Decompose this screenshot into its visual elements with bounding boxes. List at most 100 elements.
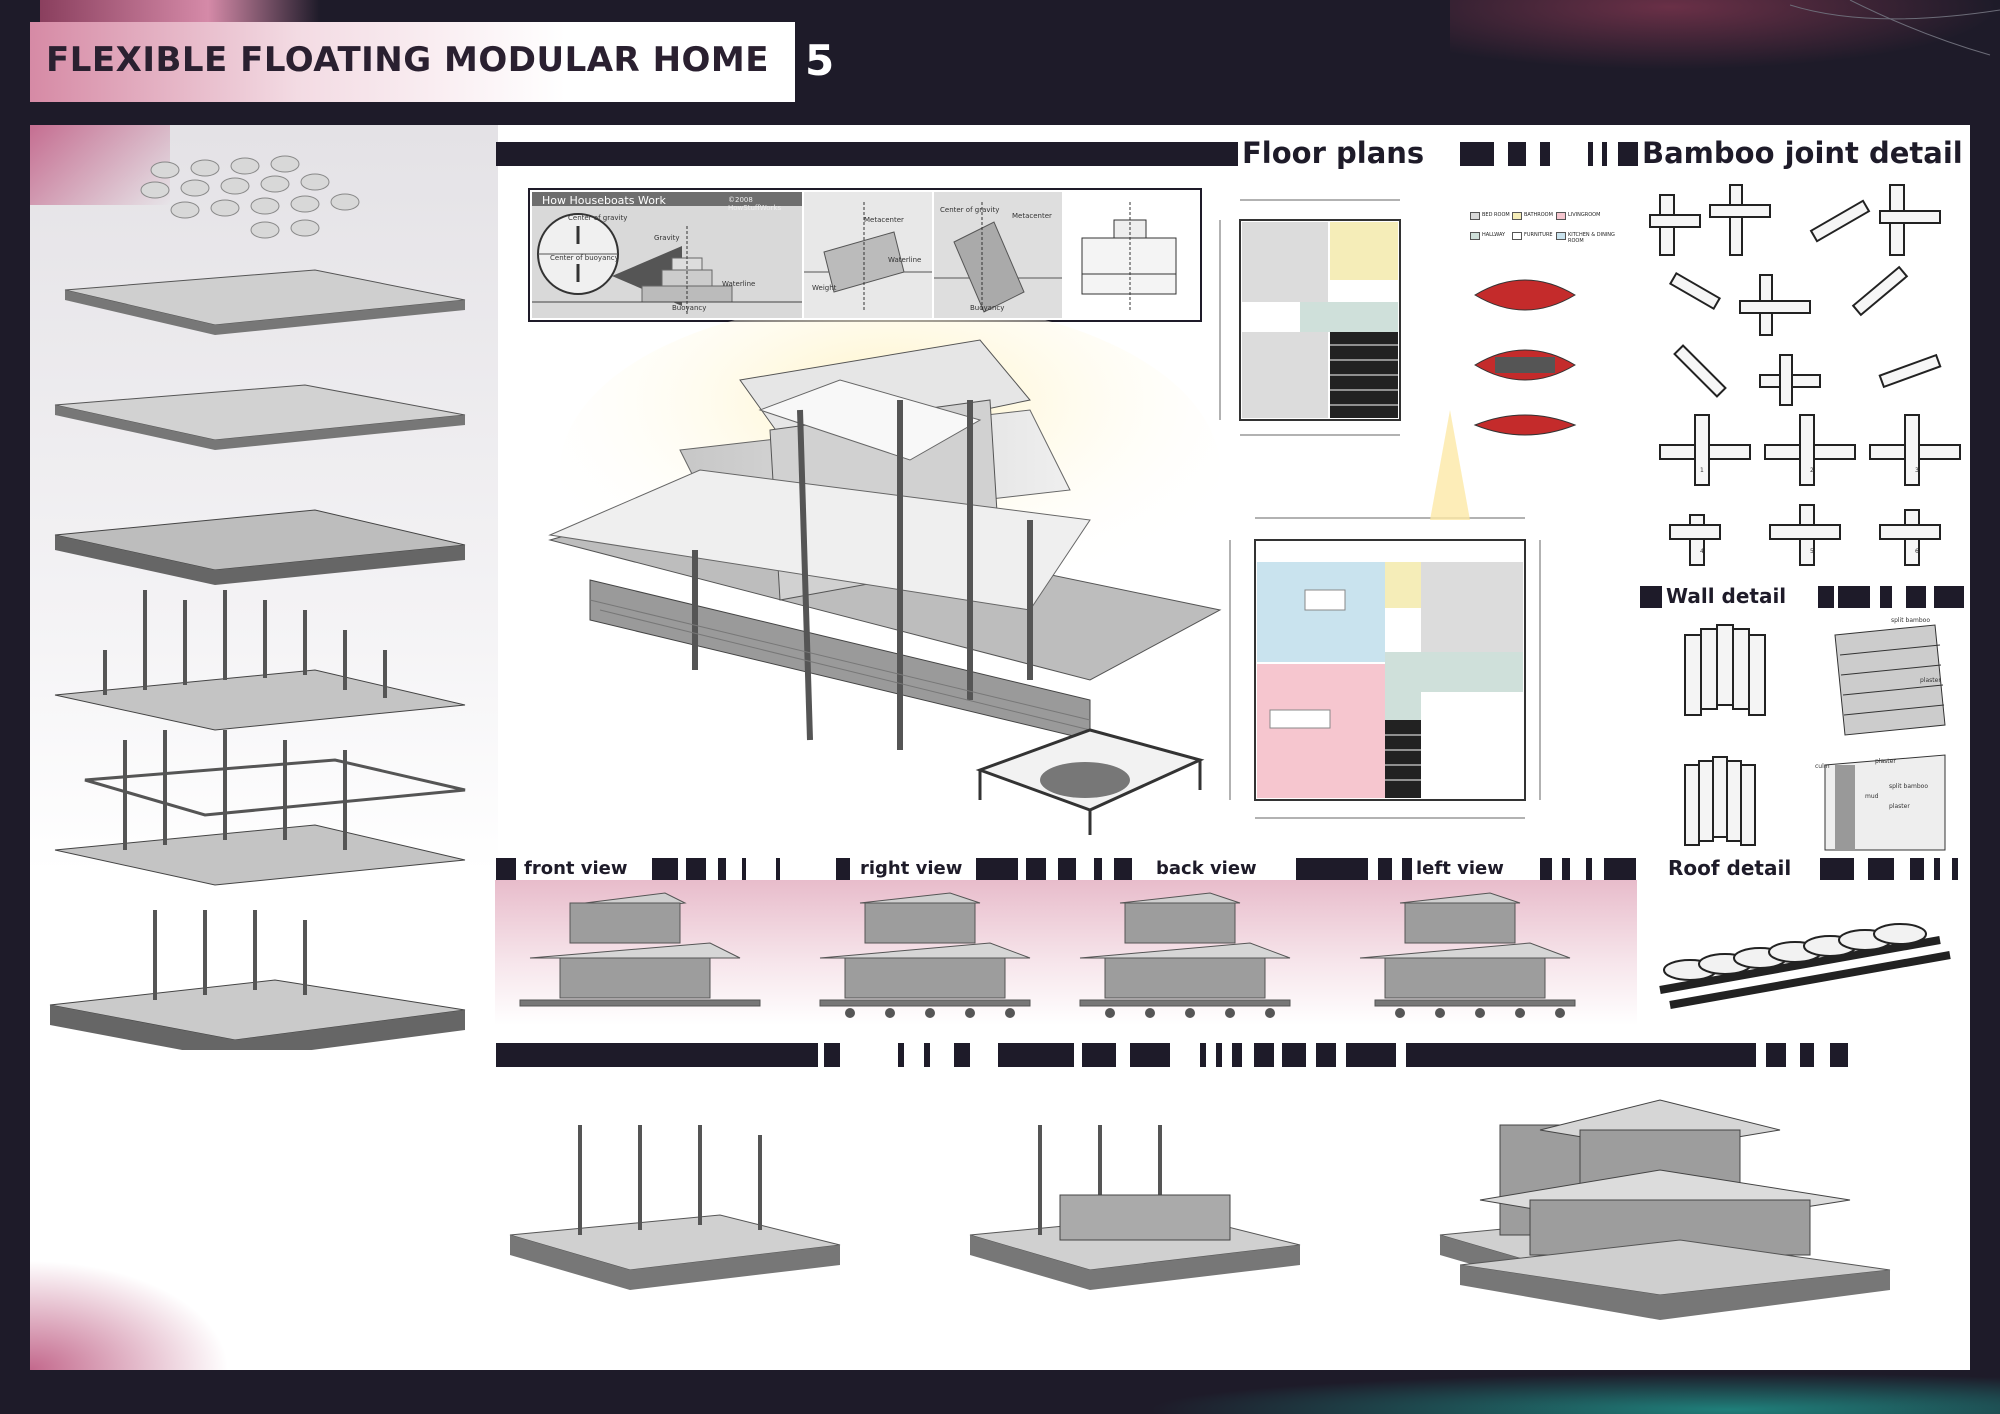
stripe <box>1296 858 1368 880</box>
label-metacenter: Metacenter <box>864 216 904 224</box>
stripe <box>836 858 850 880</box>
stripe <box>652 858 678 880</box>
stripe <box>1282 1043 1306 1067</box>
joint-sketches <box>1649 184 1961 566</box>
floor-plans-heading: Floor plans <box>1238 136 1429 170</box>
stripe <box>1588 142 1593 166</box>
stripe <box>1316 1043 1336 1067</box>
floating-box-illustration <box>1081 202 1177 312</box>
label-weight: Weight <box>812 284 837 292</box>
roof-detail-heading: Roof detail <box>1664 856 1796 880</box>
final-house-drawing <box>1460 1099 1891 1320</box>
stripe <box>1604 858 1636 880</box>
stripe <box>656 103 670 125</box>
joint-number-6: 6 <box>1915 548 1919 555</box>
wall-note-mud: mud <box>1865 793 1879 800</box>
module-frame-drawing <box>975 728 1205 835</box>
wall-note-split-bamboo: split bamboo <box>1891 617 1931 624</box>
stripe <box>1406 1043 1756 1067</box>
room-legend: BED ROOM BATHROOM LIVINGROOM HALLWAY FUR… <box>1470 210 1630 260</box>
lower-floor-drawing <box>1229 517 1541 819</box>
houseboat-diagram: How Houseboats Work ©2008 HowStuffWorks … <box>528 188 1202 322</box>
boats-drawing <box>1473 279 1577 436</box>
upper-floor-drawing <box>1219 199 1401 436</box>
label-gravity: Gravity <box>654 234 680 242</box>
back-view-heading: back view <box>1152 858 1261 879</box>
left-view-heading: left view <box>1412 858 1508 879</box>
stripe <box>976 858 1018 880</box>
stripe <box>1838 586 1870 608</box>
wall-detail-drawings: split bamboo plaster culm plaster split … <box>1665 615 1965 855</box>
bamboo-joint-drawings: 1 2 3 4 5 6 <box>1640 175 1965 575</box>
stripe <box>718 858 726 880</box>
stripe <box>1114 858 1132 880</box>
stripe <box>1880 586 1892 608</box>
wall-note-split-bamboo-2: split bamboo <box>1889 783 1929 790</box>
stripe <box>1378 858 1392 880</box>
stripe <box>1640 586 1662 608</box>
stripe <box>1232 1043 1242 1067</box>
stripe <box>540 103 582 125</box>
stripe <box>1586 858 1592 880</box>
bamboo-joint-heading: Bamboo joint detail <box>1638 136 1967 170</box>
legend-swatch-bedroom <box>1470 212 1480 220</box>
label-center-of-gravity-2: Center of gravity <box>940 206 1000 214</box>
stripe <box>824 1043 840 1067</box>
callout-glow <box>1430 410 1470 520</box>
stripe <box>924 1043 930 1067</box>
stripe <box>795 103 815 125</box>
house-3d-drawing <box>548 300 1222 750</box>
stripe <box>1254 1043 1274 1067</box>
stripe <box>1216 1043 1222 1067</box>
stripe <box>776 858 780 880</box>
legend-swatch-furniture <box>1512 232 1522 240</box>
houseboat-diagram-title: How Houseboats Work <box>542 194 666 207</box>
stripe <box>1540 858 1552 880</box>
stripe <box>1130 1043 1170 1067</box>
legend-furniture: FURNITURE <box>1524 232 1553 238</box>
title-banner <box>30 22 795 102</box>
heading-rule <box>496 142 1242 166</box>
stripe <box>1058 858 1076 880</box>
houseboat-panel-2: Metacenter Weight Waterline <box>804 192 932 318</box>
page-title: FLEXIBLE FLOATING MODULAR HOME <box>46 40 769 80</box>
decorative-lines <box>1790 0 2000 56</box>
stripe <box>496 858 516 880</box>
stripe <box>686 858 706 880</box>
wall-note-plaster: plaster <box>1920 677 1941 684</box>
stripe <box>1952 858 1958 880</box>
joint-number-4: 4 <box>1700 548 1704 555</box>
label-center-of-buoyancy: Center of buoyancy <box>550 254 619 262</box>
decorative-gradient-top-left <box>40 0 320 22</box>
stripe <box>755 103 761 125</box>
houseboat-copyright: ©2008 HowStuffWorks <box>728 196 782 212</box>
wall-note-culm: culm <box>1815 763 1830 770</box>
stripe <box>1026 858 1046 880</box>
stripe <box>1910 858 1924 880</box>
wall-detail-heading: Wall detail <box>1662 584 1791 608</box>
legend-bedroom: BED ROOM <box>1482 212 1510 218</box>
joint-number-2: 2 <box>1810 467 1814 474</box>
houseboat-panel-1: How Houseboats Work ©2008 HowStuffWorks … <box>532 192 802 318</box>
stripe <box>1906 586 1926 608</box>
stripe <box>1508 142 1526 166</box>
houseboat-panel-3: Center of gravity Metacenter Buoyancy <box>934 192 1062 318</box>
stripe <box>1618 142 1640 166</box>
stripe <box>1800 1043 1814 1067</box>
stripe <box>606 103 636 125</box>
roof-detail-drawing <box>1650 910 1960 1020</box>
floor-plan-lower <box>1210 500 1545 840</box>
elevation-drawings <box>519 892 1576 1018</box>
stripe <box>1460 142 1494 166</box>
stripe <box>1818 586 1834 608</box>
page-number: 5 <box>805 36 835 85</box>
capsize-illustration <box>934 202 1062 313</box>
decorative-glow-top-right <box>1450 0 2000 70</box>
pink-accent-bottom <box>30 1260 230 1370</box>
legend-bathroom: BATHROOM <box>1524 212 1553 218</box>
stripe <box>1602 142 1607 166</box>
legend-swatch-hallway <box>1470 232 1480 240</box>
legend-livingroom: LIVINGROOM <box>1568 212 1601 218</box>
stripe <box>1082 1043 1116 1067</box>
houseboat-panel-4 <box>1064 192 1196 318</box>
